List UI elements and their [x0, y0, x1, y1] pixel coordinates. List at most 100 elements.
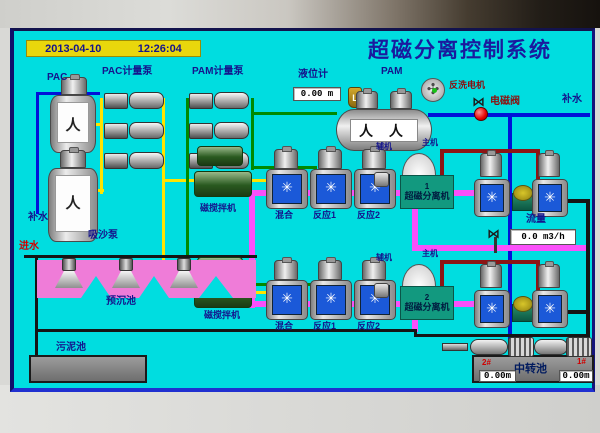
- row2-react1-tank[interactable]: [310, 280, 352, 320]
- magnetic-agitator-row1-a[interactable]: [197, 146, 243, 166]
- row1-mix-tank[interactable]: [266, 169, 308, 209]
- pam-tank-mixer-motor-2[interactable]: [390, 88, 412, 109]
- row1-aux-pump[interactable]: [374, 172, 389, 187]
- row1-agitator-label: 磁搅拌机: [200, 203, 237, 213]
- pam-metering-pump-1[interactable]: [189, 91, 249, 109]
- row1-clarifier2-tank[interactable]: [532, 179, 568, 217]
- pipe-blue-pac-left: [36, 92, 39, 214]
- pac-metering-pump-3[interactable]: [104, 151, 164, 169]
- pipe-black-jog: [414, 329, 417, 337]
- row2-transfer-pump-impeller: [513, 296, 533, 312]
- row2-aux-label: 辅机: [376, 253, 392, 262]
- transfer-pump-pipe-flange: [442, 343, 468, 351]
- hmi-screen: 2013-04-10 12:26:04 超磁分离控制系统: [10, 28, 595, 392]
- row2-clarifier1-tank[interactable]: [474, 290, 510, 328]
- pac-metering-pump-2[interactable]: [104, 121, 164, 139]
- transfer-pump-1-body[interactable]: [534, 339, 568, 355]
- row1-clarifier1-tank[interactable]: [474, 179, 510, 217]
- transfer-pump-2-motor[interactable]: [508, 337, 534, 357]
- row2-mix-label: 混合: [275, 321, 294, 331]
- pipe-black-row1-out: [568, 199, 588, 203]
- row2-separator-box[interactable]: 2 超磁分离机: [400, 286, 454, 320]
- transfer-pump-1-motor[interactable]: [566, 337, 592, 357]
- row2-clarifier2-motor[interactable]: [538, 261, 560, 288]
- pipe-darkred-row2-left: [440, 260, 444, 288]
- row2-react2-motor[interactable]: [362, 257, 386, 280]
- transfer-pool-1-tag: 1#: [577, 357, 586, 366]
- row2-mix-tank[interactable]: [266, 280, 308, 320]
- date-text: 2013-04-10: [45, 42, 102, 55]
- pac-tank1-mixer-motor[interactable]: [61, 74, 87, 95]
- row1-clarifier1-motor[interactable]: [480, 150, 502, 177]
- pipe-magenta-riser: [249, 190, 255, 308]
- transfer-pump-2-body[interactable]: [470, 339, 508, 355]
- page-title: 超磁分离控制系统: [368, 39, 552, 62]
- row2-clarifier1-motor[interactable]: [480, 261, 502, 288]
- solenoid-valve-icon[interactable]: ⋈: [472, 94, 485, 109]
- pipe-black-row2-out: [568, 310, 588, 314]
- pipe-yellow-manifold-left: [100, 98, 103, 194]
- row1-react2-label: 反应2: [357, 210, 381, 220]
- backwash-motor-fan[interactable]: [421, 78, 445, 102]
- pipe-black-bottom-right: [414, 334, 590, 337]
- level-meter-value: 0.00 m: [293, 87, 341, 101]
- pipe-black-pool-header: [24, 255, 257, 258]
- row2-react1-motor[interactable]: [318, 257, 342, 280]
- sand-pump-3-motor[interactable]: [177, 258, 191, 271]
- pac-tank2-mixer-motor[interactable]: [60, 147, 86, 168]
- backwash-motor-label: 反洗电机: [449, 80, 486, 90]
- transfer-pool-1-level: 0.00m: [559, 370, 593, 382]
- row1-separator-number: 1: [424, 182, 430, 191]
- pool-notch: [81, 276, 111, 298]
- pam-pumps-label: PAM计量泵: [192, 66, 244, 77]
- pam-tank-mixer-motor-1[interactable]: [356, 88, 378, 109]
- row2-aux-pump[interactable]: [374, 283, 389, 298]
- solenoid-valve-status-lamp[interactable]: [474, 107, 488, 121]
- time-text: 12:26:04: [137, 42, 182, 55]
- transfer-pool-2-level: 0.00m: [479, 370, 516, 382]
- row2-separator-name: 超磁分离机: [404, 302, 450, 312]
- pipe-yellow-tank2-stub: [98, 189, 104, 192]
- pac-label: PAC: [47, 72, 68, 83]
- pipe-green-manifold-right: [251, 98, 254, 170]
- pam-dissolving-tank[interactable]: [336, 109, 432, 151]
- pam-metering-pump-2[interactable]: [189, 121, 249, 139]
- solenoid-valve-label: 电磁阀: [490, 96, 520, 107]
- transfer-pool-2-tag: 2#: [482, 358, 491, 367]
- sand-pump-1-cone[interactable]: [55, 271, 83, 288]
- pac-tank2[interactable]: [48, 168, 98, 242]
- row2-agitator-label: 磁搅拌机: [204, 310, 241, 320]
- pipe-darkred-row1-left: [440, 149, 444, 177]
- row1-react2-motor[interactable]: [362, 146, 386, 169]
- sand-pump-2-cone[interactable]: [112, 271, 140, 288]
- sand-pump-1-motor[interactable]: [62, 258, 76, 271]
- sludge-pool-label: 污泥池: [56, 342, 86, 353]
- row1-transfer-pump-impeller: [513, 185, 533, 201]
- sand-pump-2-motor[interactable]: [119, 258, 133, 271]
- sand-pump-3-cone[interactable]: [170, 271, 198, 288]
- makeup-water-left-label: 补水: [28, 212, 48, 223]
- pac-tank1[interactable]: [50, 95, 96, 153]
- row1-react1-motor[interactable]: [318, 146, 342, 169]
- pipe-black-right-riser: [586, 199, 590, 355]
- pam-label: PAM: [381, 66, 403, 77]
- row1-react1-label: 反应1: [313, 210, 337, 220]
- level-meter-label: 液位计: [298, 69, 328, 80]
- row2-main-label: 主机: [422, 249, 438, 258]
- pipe-green-to-pam-tank: [251, 112, 337, 115]
- row1-clarifier2-motor[interactable]: [538, 150, 560, 177]
- sand-pump-label: 吸沙泵: [88, 230, 118, 241]
- row1-separator-box[interactable]: 1 超磁分离机: [400, 175, 454, 209]
- row1-react1-tank[interactable]: [310, 169, 352, 209]
- row1-mix-motor[interactable]: [274, 146, 298, 169]
- photo-background-top: [0, 0, 600, 28]
- pipe-magenta-sep1-down: [412, 209, 418, 247]
- magnetic-agitator-row1-b[interactable]: [194, 171, 252, 197]
- pipe-black-left-drop: [35, 256, 38, 368]
- pac-metering-pump-1[interactable]: [104, 91, 164, 109]
- row2-mix-motor[interactable]: [274, 257, 298, 280]
- flow-valve-icon[interactable]: ⋈: [487, 226, 500, 241]
- row2-clarifier2-tank[interactable]: [532, 290, 568, 328]
- row1-separator-dome: [402, 153, 436, 175]
